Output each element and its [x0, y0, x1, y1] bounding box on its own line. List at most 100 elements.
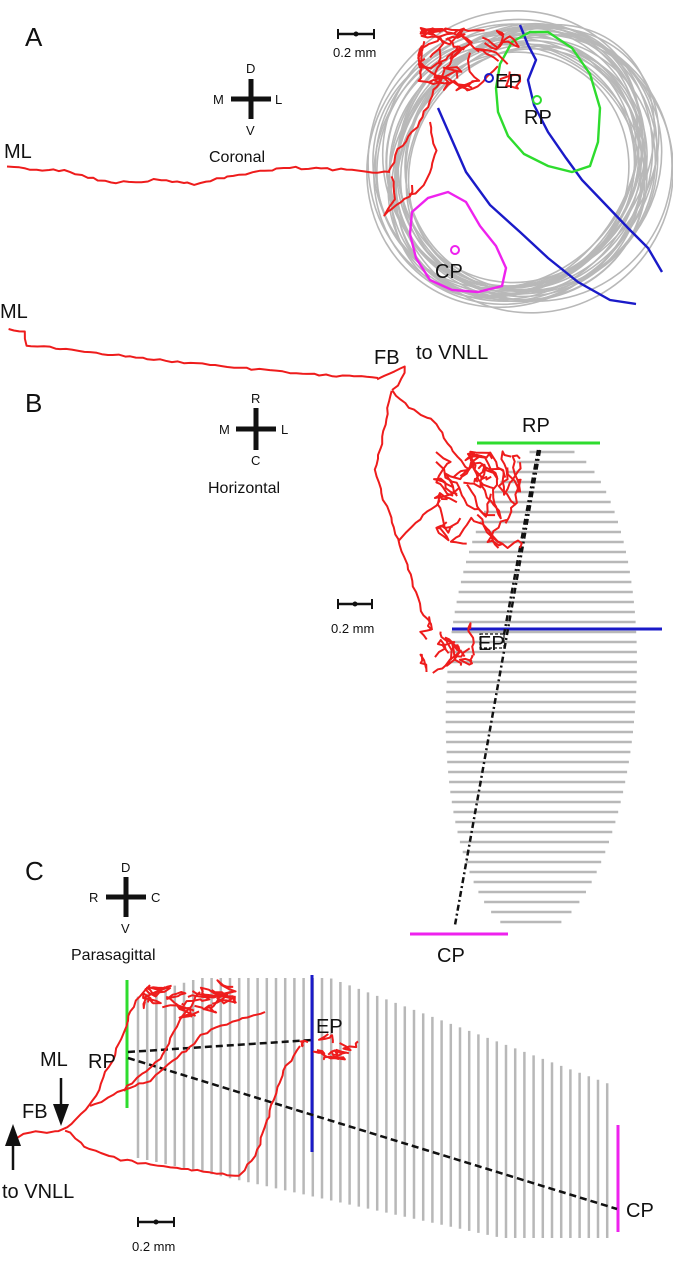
axon-terminal [194, 1004, 218, 1014]
panel-b-axis-m: M [219, 422, 230, 437]
axon-branch [383, 176, 414, 217]
axon-terminal [142, 992, 154, 1010]
axon-terminal [475, 47, 509, 65]
panel-b-section-lines [445, 450, 637, 924]
panel-c-fb-label: FB [22, 1101, 48, 1123]
panel-c-axis-v: V [121, 921, 130, 936]
axon-terminal [476, 513, 508, 547]
axon-terminal [339, 1040, 359, 1052]
axon-terminal [312, 1049, 326, 1056]
axon-terminal [437, 37, 466, 64]
panel-c: C D V R C Parasagittal ML RP FB to VNLL [2, 856, 654, 1254]
panel-c-vnll-arrow [5, 1124, 21, 1170]
panel-a-axis-m: M [213, 92, 224, 107]
panel-c-orientation-cross: D V R C Parasagittal [71, 860, 160, 964]
axon-terminal [504, 478, 522, 524]
panel-b-ml-label: ML [0, 301, 28, 323]
panel-a-equator-contour [436, 24, 664, 306]
axon-terminal [481, 29, 505, 49]
panel-c-ep-label: EP [316, 1016, 343, 1038]
panel-b-scale-bar: 0.2 mm [331, 599, 374, 636]
axon-terminal [489, 462, 522, 496]
panel-c-rp-label: RP [88, 1051, 116, 1073]
section-outline [388, 22, 644, 297]
panel-b-pole-axis [453, 449, 542, 926]
axon-trunk [16, 984, 151, 1140]
panel-a-axis-l: L [275, 92, 282, 107]
panel-a-ml-label: ML [4, 141, 32, 163]
axon-terminal [435, 451, 454, 497]
panel-b: B R C M L Horizontal 0.2 mm ML FB to [0, 301, 662, 967]
panel-a-axis-v: V [246, 123, 255, 138]
panel-c-vnll-label: to VNLL [2, 1181, 74, 1203]
panel-a-view-label: Coronal [209, 149, 265, 166]
panel-a-scale-label: 0.2 mm [333, 45, 376, 60]
panel-a-rostral-pole-contour [494, 30, 602, 174]
axon-terminal [330, 1048, 350, 1057]
axon-terminal [466, 483, 492, 518]
axon-branch [373, 390, 433, 631]
panel-b-axon-arbor [8, 328, 523, 674]
axon-terminal [449, 35, 480, 60]
panel-c-scale-bar: 0.2 mm [132, 1217, 175, 1254]
axon-terminal [299, 1039, 309, 1048]
axon-terminal [212, 979, 237, 1001]
panel-c-section-lines [136, 978, 609, 1238]
axon-terminal [499, 71, 522, 90]
panel-a-ep-label: EP [495, 71, 522, 93]
panel-a-cp-label: CP [435, 261, 463, 283]
axon-terminal [174, 1002, 200, 1019]
panel-c-ml-label: ML [40, 1049, 68, 1071]
panel-b-view-label: Horizontal [208, 480, 280, 497]
axon-terminal [442, 66, 463, 79]
axon-terminal [436, 493, 462, 534]
axon-terminal [435, 521, 453, 542]
axon-terminal [318, 1033, 334, 1044]
axon-branch [408, 121, 438, 196]
panel-a-orientation-cross: D V M L Coronal [209, 61, 282, 166]
panel-a-cp-marker [450, 245, 460, 255]
axon-terminal [433, 486, 461, 504]
panel-c-pole-axis [127, 1038, 618, 1211]
axon-terminal [419, 653, 428, 673]
panel-b-axis-r: R [251, 391, 260, 406]
axon-branch [123, 991, 201, 1092]
panel-c-view-label: Parasagittal [71, 947, 156, 964]
panel-b-fb-label: FB [374, 347, 400, 369]
axon-terminal [439, 631, 463, 666]
panel-c-ml-arrow [53, 1078, 69, 1126]
axon-terminal [417, 70, 441, 85]
axon-terminal [455, 52, 481, 92]
panel-b-orientation-cross: R C M L Horizontal [208, 391, 288, 497]
axon-terminal [463, 464, 487, 489]
panel-c-axon-arbor [16, 979, 359, 1177]
axon-terminal [458, 654, 474, 666]
axon-terminal [434, 639, 450, 658]
axon-terminal [506, 454, 522, 493]
panel-b-rp-label: RP [522, 415, 550, 437]
axon-trunk [6, 165, 391, 186]
section-outline [366, 23, 646, 309]
axon-branch [397, 499, 441, 542]
axon-terminal [435, 76, 471, 91]
axon-terminal [432, 649, 462, 674]
panel-b-axis-c: C [251, 453, 260, 468]
section-outline [372, 39, 646, 303]
axon-terminal [199, 986, 227, 999]
axon-terminal [484, 35, 520, 51]
panel-b-vnll-label: to VNLL [416, 342, 488, 364]
panel-c-axis-c: C [151, 890, 160, 905]
panel-a-caudal-pole-contour [408, 190, 508, 294]
axon-terminal [320, 1052, 340, 1060]
axon-branch [64, 1045, 301, 1177]
panel-a-section-outlines [366, 10, 673, 314]
axon-branch [391, 389, 471, 471]
panel-b-axis-l: L [281, 422, 288, 437]
axon-branch [376, 365, 406, 391]
panel-b-cp-label: CP [437, 945, 465, 967]
panel-a-rp-marker [532, 95, 542, 105]
axon-terminal [419, 616, 433, 640]
axon-terminal [144, 986, 172, 998]
axon-terminal [165, 991, 187, 1004]
axon-branch [89, 1011, 266, 1107]
